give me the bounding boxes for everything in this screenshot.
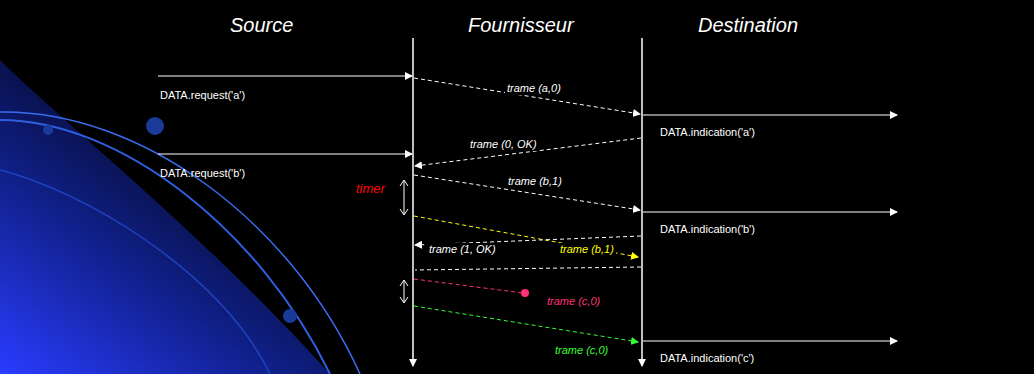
frame-label: trame (c,0): [545, 295, 602, 308]
indication-arrow: [643, 114, 897, 115]
decor-dot: [283, 309, 297, 323]
decor-arc: [0, 170, 270, 374]
timer-span: [404, 181, 405, 214]
request-arrow: [158, 153, 412, 154]
decor-gradient: [0, 60, 330, 374]
ack-arrow: [415, 138, 641, 166]
timer-label: timer: [356, 182, 385, 197]
column-heading: Source: [230, 14, 293, 37]
primitive-label: DATA.indication('a'): [660, 126, 755, 139]
frame-label: trame (0, OK): [468, 138, 539, 151]
frame-label: trame (b,1): [558, 243, 616, 256]
frame-arrow: [414, 78, 640, 114]
lifeline: [641, 38, 643, 366]
decor-arc: [0, 112, 360, 374]
primitive-label: DATA.request('a'): [160, 89, 245, 102]
frame-label: trame (a,0): [505, 82, 563, 95]
lifeline: [412, 38, 414, 366]
indication-arrow: [643, 340, 897, 341]
timer-span: [404, 281, 405, 302]
frame-label: trame (b,1): [506, 175, 564, 188]
primitive-label: DATA.indication('c'): [660, 352, 754, 365]
request-arrow: [158, 75, 412, 76]
decor-dot: [146, 117, 164, 135]
column-heading: Destination: [698, 14, 798, 37]
loss-dot: [521, 289, 529, 297]
frame-label: trame (1, OK): [427, 243, 498, 256]
frame-arrow: [414, 306, 638, 342]
lost-frame: [414, 279, 523, 293]
frame-label: trame (c,0): [553, 344, 610, 357]
ack-arrow: [415, 267, 641, 270]
timer-span: [400, 180, 408, 215]
primitive-label: DATA.request('b'): [160, 167, 245, 180]
decor-dot: [43, 125, 53, 135]
frame-arrow: [414, 175, 640, 210]
indication-arrow: [643, 211, 897, 212]
column-heading: Fournisseur: [468, 14, 574, 37]
timer-span: [400, 280, 408, 303]
retransmit-arrow: [414, 216, 638, 257]
primitive-label: DATA.indication('b'): [660, 223, 755, 236]
